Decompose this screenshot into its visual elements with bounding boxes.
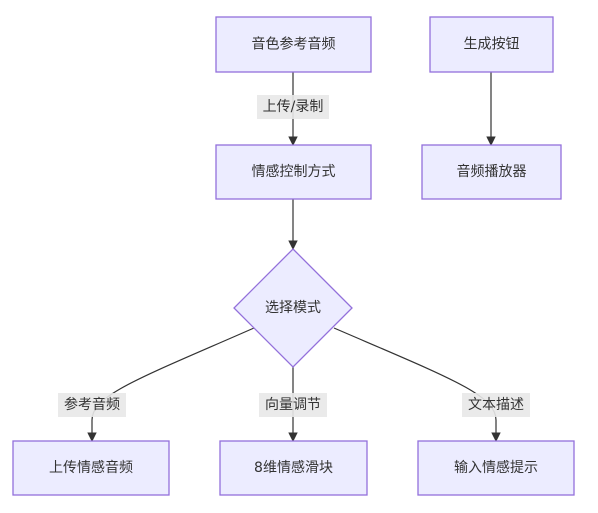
node-generate-button: 生成按钮	[429, 16, 554, 73]
edge-select-mode-to-text-prompt	[333, 327, 501, 442]
node-audio-player: 音频播放器	[421, 144, 562, 200]
edge-label-vector-option: 向量调节	[259, 393, 327, 417]
edge-label-text: 上传/录制	[263, 99, 324, 115]
edge-label-text: 向量调节	[265, 397, 321, 413]
edge-label-text: 文本描述	[468, 397, 524, 413]
node-emotion-control: 情感控制方式	[215, 144, 372, 200]
node-label: 选择模式	[265, 300, 321, 316]
edge-label-text: 参考音频	[64, 396, 120, 413]
edge-label-text-option: 文本描述	[462, 393, 530, 417]
node-label: 音频播放器	[457, 163, 527, 180]
node-text-prompt: 输入情感提示	[417, 440, 575, 496]
edge-label-ref-audio-option: 参考音频	[58, 393, 126, 417]
node-vector-sliders: 8维情感滑块	[219, 440, 368, 496]
node-label: 输入情感提示	[454, 459, 538, 476]
edge-label-upload-record: 上传/录制	[257, 95, 329, 119]
node-label: 音色参考音频	[252, 36, 336, 53]
node-ref-audio: 音色参考音频	[215, 16, 372, 73]
node-label: 上传情感音频	[49, 459, 133, 476]
edge-select-mode-to-upload	[87, 327, 255, 442]
node-label: 8维情感滑块	[254, 459, 333, 476]
node-select-mode: 选择模式	[233, 248, 353, 368]
node-label: 生成按钮	[464, 37, 520, 53]
node-upload-emotion-audio: 上传情感音频	[12, 440, 170, 496]
node-label: 情感控制方式	[252, 163, 336, 180]
